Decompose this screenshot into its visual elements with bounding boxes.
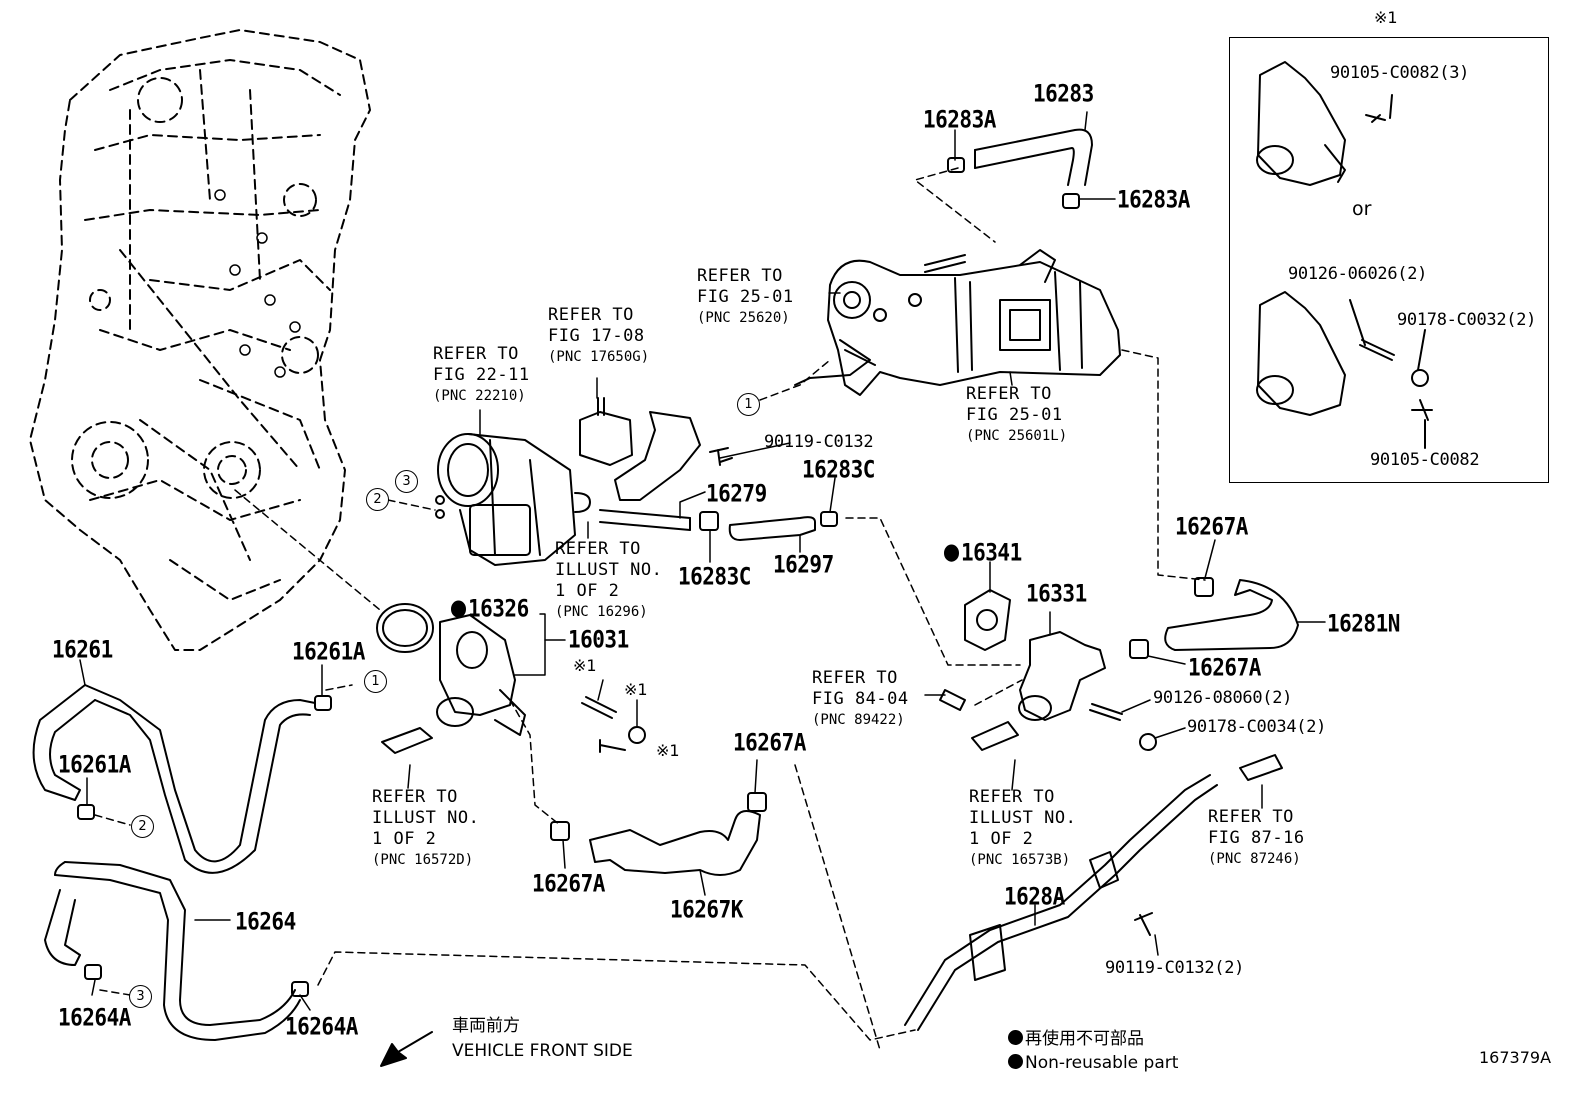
hose-16267K: [550, 792, 767, 876]
label-16267A-upper: 16267A: [1175, 512, 1248, 541]
label-16261: 16261: [52, 635, 113, 664]
label-90126-06026: 90126-06026(2): [1288, 264, 1428, 284]
label-16341: 16341: [944, 540, 1022, 565]
callout-1-egr: 1: [737, 393, 760, 416]
hose-16297: [728, 511, 838, 541]
label-16267K: 16267K: [670, 895, 743, 924]
egr-assembly: [794, 249, 1121, 396]
inset-or-text: or: [1352, 198, 1372, 220]
label-16264A-right: 16264A: [285, 1012, 358, 1041]
water-inlet-16031: [376, 603, 526, 736]
hose-16283: [947, 128, 1093, 209]
legend-dot: [1008, 1054, 1023, 1069]
hose-16261: [32, 684, 332, 874]
legend-nonreusable-jp: 再使用不可部品: [1008, 1030, 1144, 1048]
legend-nonreusable-en: Non-reusable part: [1008, 1054, 1178, 1072]
mark-1-c: ※1: [656, 741, 680, 760]
mark-1-b: ※1: [624, 680, 648, 699]
label-16267A-center: 16267A: [733, 728, 806, 757]
non-reusable-marker: [944, 544, 959, 562]
label-16283: 16283: [1033, 79, 1094, 108]
timing-cover-bolts: [214, 189, 301, 378]
label-16261A-lower: 16261A: [58, 750, 131, 779]
solenoid-and-bracket: [574, 397, 733, 531]
label-16331: 16331: [1026, 579, 1087, 608]
callout-2-hose: 2: [131, 815, 154, 838]
label-1628A: 1628A: [1004, 882, 1065, 911]
mark-1-a: ※1: [573, 656, 597, 675]
label-16279: 16279: [706, 479, 767, 508]
vehicle-front-en: VEHICLE FRONT SIDE: [452, 1041, 633, 1061]
legend-dot: [1008, 1030, 1023, 1045]
label-90119-C0132-2: 90119-C0132(2): [1105, 958, 1245, 978]
label-16283A-right: 16283A: [1117, 185, 1190, 214]
throttle-body: [435, 433, 576, 566]
label-16261A-upper: 16261A: [292, 637, 365, 666]
label-16297: 16297: [773, 550, 834, 579]
alternative-parts-inset: [1229, 37, 1549, 483]
callout-1-hose: 1: [364, 670, 387, 693]
label-16283A-upper: 16283A: [923, 105, 996, 134]
label-90105-C0082: 90105-C0082: [1370, 450, 1480, 470]
thermostat-housing-16331: [939, 589, 1106, 721]
vehicle-front-jp: 車両前方: [452, 1016, 520, 1036]
inset-mark: ※1: [1374, 8, 1398, 27]
label-16264A-left: 16264A: [58, 1003, 131, 1032]
label-16267A-right: 16267A: [1188, 653, 1261, 682]
callout-3-hose: 3: [129, 985, 152, 1008]
label-90126-08060: 90126-08060(2): [1153, 688, 1293, 708]
stub-pipes: [381, 721, 1283, 781]
hose-16264: [44, 861, 309, 1041]
pipe-1628A: [904, 774, 1218, 1031]
hose-16281N: [1129, 577, 1299, 659]
non-reusable-marker: [451, 600, 466, 618]
vehicle-front-arrow: [380, 1031, 433, 1067]
label-90119-C0132: 90119-C0132: [764, 432, 874, 452]
timing-cover-outline: [29, 29, 371, 651]
label-90178-C0034: 90178-C0034(2): [1187, 717, 1327, 737]
label-90105-C0082-3: 90105-C0082(3): [1330, 63, 1470, 83]
label-16031: 16031: [568, 625, 629, 654]
label-16326: 16326: [451, 596, 529, 621]
label-16267A-lower: 16267A: [532, 869, 605, 898]
label-16283C-right: 16283C: [802, 455, 875, 484]
label-90178-C0032: 90178-C0032(2): [1397, 310, 1537, 330]
label-16283C-lower: 16283C: [678, 562, 751, 591]
solid-leaders: [79, 111, 1326, 1011]
label-16264: 16264: [235, 907, 296, 936]
dashed-leaders: [94, 167, 1206, 1051]
callout-2-throttle: 2: [366, 488, 389, 511]
label-16281N: 16281N: [1327, 609, 1400, 638]
figure-id: 167379A: [1479, 1048, 1552, 1067]
callout-3-throttle: 3: [395, 470, 418, 493]
inset-artwork: [1256, 61, 1433, 449]
